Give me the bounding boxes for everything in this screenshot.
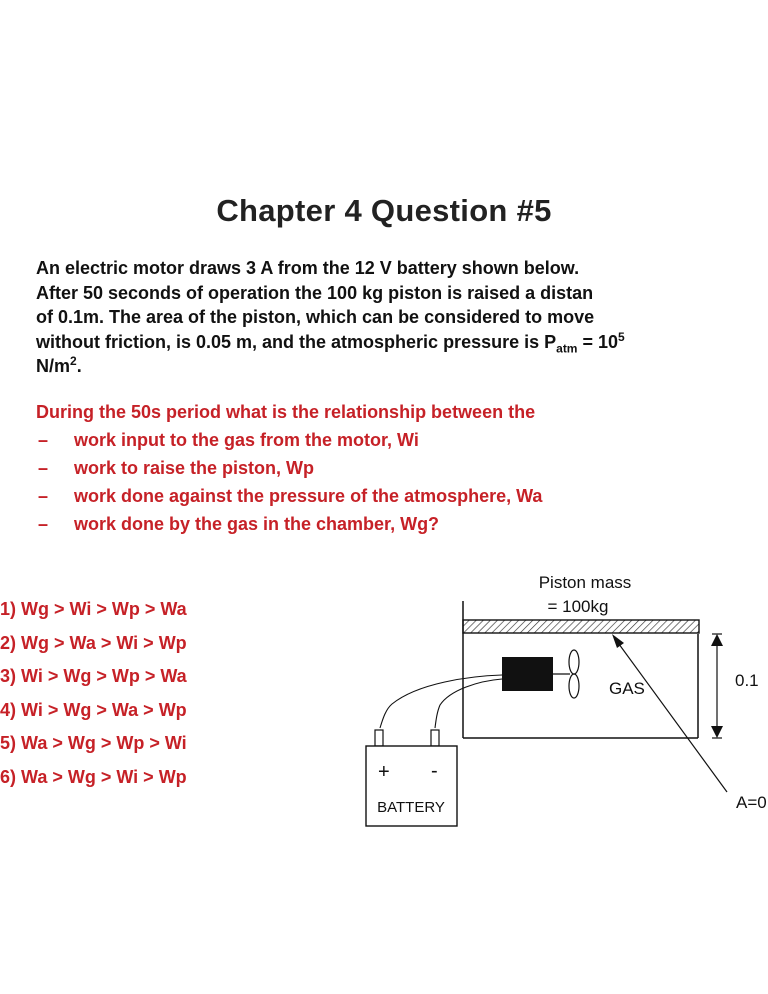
question-item-text: work to raise the piston, Wp bbox=[74, 458, 315, 478]
gas-label: GAS bbox=[609, 679, 645, 698]
question-item-3: – work done against the pressure of the a… bbox=[36, 482, 542, 510]
question-block: During the 50s period what is the relati… bbox=[36, 398, 542, 538]
battery-plus-sign: + bbox=[378, 761, 390, 783]
height-label: 0.1 bbox=[735, 671, 759, 690]
answer-option-1: 1) Wg > Wi > Wp > Wa bbox=[0, 599, 187, 619]
question-item-4: – work done by the gas in the chamber, Wg… bbox=[36, 510, 542, 538]
wires bbox=[379, 674, 503, 729]
height-dimension-arrow bbox=[711, 633, 723, 739]
question-item-text: work done against the pressure of the at… bbox=[74, 486, 543, 506]
problem-line-4-after: = 10 bbox=[577, 331, 619, 352]
slide-title: Chapter 4 Question #5 bbox=[216, 193, 552, 228]
battery-minus-sign: - bbox=[431, 760, 438, 782]
piston-mass-label: Piston mass bbox=[539, 573, 632, 592]
problem-statement: An electric motor draws 3 A from the 12 … bbox=[36, 256, 625, 379]
problem-line-3: of 0.1m. The area of the piston, which c… bbox=[36, 307, 595, 327]
dash-bullet: – bbox=[38, 430, 49, 450]
question-item-text: work input to the gas from the motor, Wi bbox=[74, 430, 419, 450]
area-label: A=0.05 bbox=[736, 793, 768, 812]
dash-bullet: – bbox=[38, 514, 49, 534]
problem-line-2: After 50 seconds of operation the 100 kg… bbox=[36, 282, 594, 303]
unit-text: N/m bbox=[36, 356, 71, 376]
question-item-1: – work input to the gas from the motor, W… bbox=[36, 426, 542, 454]
dash-bullet: – bbox=[38, 458, 49, 478]
piston-mass-value: = 100kg bbox=[548, 597, 609, 616]
motor-icon bbox=[502, 657, 553, 691]
battery-label: BATTERY bbox=[377, 799, 445, 816]
unit-exponent: 2 bbox=[70, 354, 77, 368]
answer-choices: 1) Wg > Wi > Wp > Wa 2) Wg > Wa > Wi > W… bbox=[0, 593, 187, 794]
problem-line-4-text: without friction, is 0.05 m, and the atm… bbox=[36, 331, 557, 352]
area-pointer-arrow bbox=[612, 634, 728, 793]
answer-option-4: 4) Wi > Wg > Wa > Wp bbox=[0, 699, 187, 720]
problem-line-5: N/m2. bbox=[36, 354, 625, 379]
unit-period: . bbox=[76, 356, 82, 376]
problem-line-1: An electric motor draws 3 A from the 12 … bbox=[36, 258, 580, 278]
problem-line-4: without friction, is 0.05 m, and the atm… bbox=[36, 330, 625, 355]
question-item-2: – work to raise the piston, Wp bbox=[36, 454, 542, 482]
fan-icon bbox=[553, 649, 580, 699]
battery-icon bbox=[365, 729, 458, 827]
answer-option-6: 6) Wa > Wg > Wi > Wp bbox=[0, 766, 187, 787]
atm-subscript: atm bbox=[556, 341, 578, 356]
question-item-text: work done by the gas in the chamber, Wg? bbox=[74, 514, 440, 534]
answer-option-3: 3) Wi > Wg > Wp > Wa bbox=[0, 666, 187, 686]
answer-option-5: 5) Wa > Wg > Wp > Wi bbox=[0, 733, 187, 753]
piston-plate bbox=[462, 619, 700, 634]
dash-bullet: – bbox=[38, 486, 49, 506]
answer-option-2: 2) Wg > Wa > Wi > Wp bbox=[0, 632, 187, 653]
exponent-5: 5 bbox=[618, 329, 625, 344]
question-lead: During the 50s period what is the relati… bbox=[36, 402, 536, 422]
